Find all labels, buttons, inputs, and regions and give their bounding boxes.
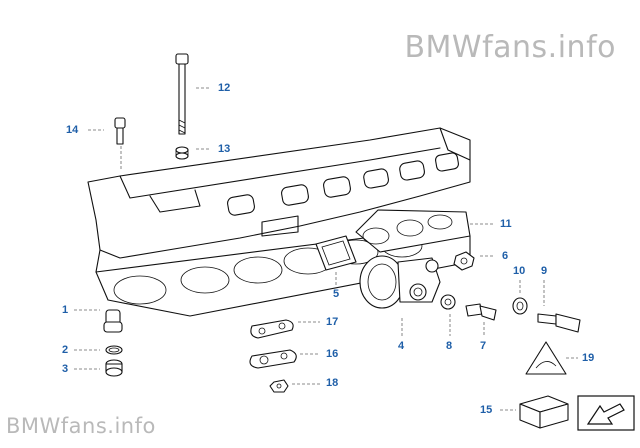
hex-nut-small xyxy=(269,379,289,393)
flange-gasket-b xyxy=(249,349,297,369)
callout-6: 6 xyxy=(502,250,509,262)
temperature-switch xyxy=(537,313,581,333)
dowel-sleeve xyxy=(103,309,123,333)
callout-14: 14 xyxy=(66,124,79,136)
watermark-bottom: BMWfans.info xyxy=(6,414,156,438)
gasket-ring xyxy=(512,297,528,315)
head-bolt xyxy=(175,53,189,135)
temperature-sensor xyxy=(465,303,497,321)
leader-lines xyxy=(74,87,578,411)
callout-2: 2 xyxy=(62,344,69,356)
washer xyxy=(175,146,189,160)
callout-18: 18 xyxy=(326,377,339,389)
callout-16: 16 xyxy=(326,348,339,360)
manifold-gasket xyxy=(355,209,471,253)
watermark-top: BMWfans.info xyxy=(404,30,616,65)
callout-3: 3 xyxy=(62,363,69,375)
intake-ports xyxy=(227,152,459,216)
callout-9: 9 xyxy=(541,265,548,277)
callout-5: 5 xyxy=(333,288,340,300)
navigation-arrow-icon[interactable] xyxy=(577,395,635,431)
callout-10: 10 xyxy=(513,265,526,277)
callout-15: 15 xyxy=(480,404,493,416)
callout-19: 19 xyxy=(582,352,595,364)
callout-8: 8 xyxy=(446,340,453,352)
cylinder-head xyxy=(87,127,471,273)
callout-17: 17 xyxy=(326,316,339,328)
o-ring xyxy=(105,345,123,355)
short-bolt xyxy=(114,117,126,145)
warning-label-triangle xyxy=(525,341,567,375)
callout-4: 4 xyxy=(398,340,405,352)
gasket-ring-small xyxy=(440,294,456,310)
thermostat-gasket xyxy=(315,235,357,271)
callout-1: 1 xyxy=(62,304,69,316)
callout-7: 7 xyxy=(480,340,487,352)
repair-kit-box xyxy=(519,395,569,429)
callout-11: 11 xyxy=(500,218,512,230)
callout-12: 12 xyxy=(218,82,231,94)
sealing-plug xyxy=(105,359,123,377)
hex-nut xyxy=(453,251,475,271)
flange-gasket-a xyxy=(250,319,294,339)
callout-13: 13 xyxy=(218,143,231,155)
thermostat-housing xyxy=(359,255,441,309)
